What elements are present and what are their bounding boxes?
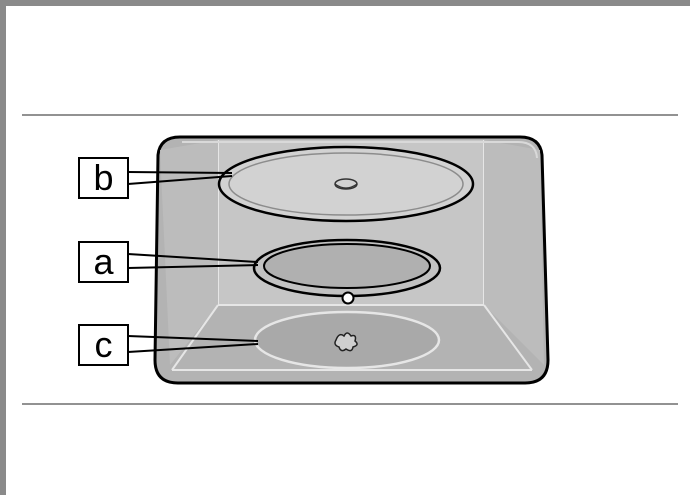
glass-plate bbox=[217, 145, 475, 223]
roller-ring bbox=[252, 238, 442, 305]
callout-a: a bbox=[78, 241, 259, 283]
drive-coupling bbox=[253, 310, 441, 370]
callout-label-c: c bbox=[95, 324, 113, 365]
callout-label-b: b bbox=[93, 157, 113, 198]
callout-b: b bbox=[78, 157, 233, 199]
callout-c: c bbox=[78, 324, 259, 366]
callout-label-a: a bbox=[93, 241, 114, 282]
